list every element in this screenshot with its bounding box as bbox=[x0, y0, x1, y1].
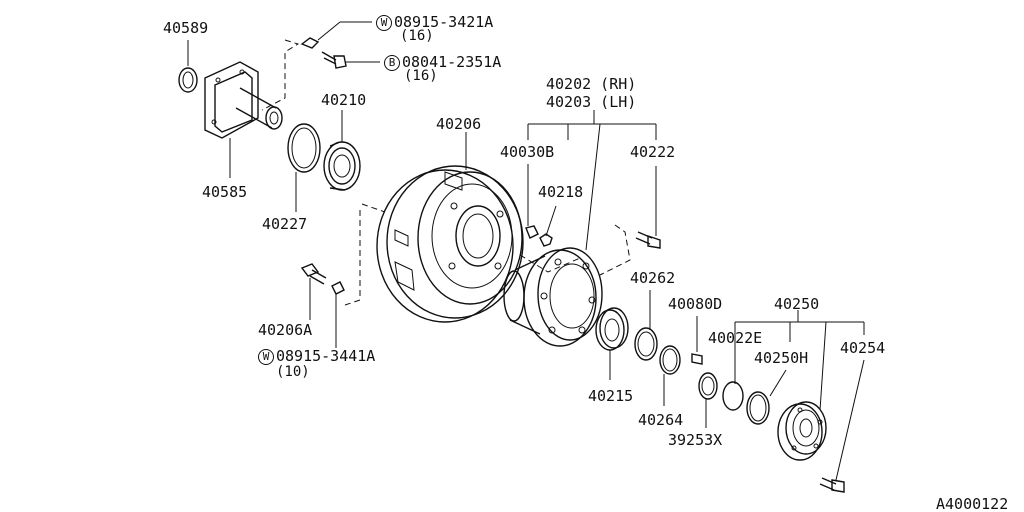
label-39253X: 39253X bbox=[668, 431, 723, 449]
label-40250H: 40250H bbox=[754, 349, 809, 367]
drum-40206 bbox=[376, 132, 524, 323]
washer-top bbox=[300, 21, 372, 49]
ring-39253X bbox=[698, 372, 718, 428]
freewheel-hub-40254 bbox=[777, 401, 827, 461]
label-40022E: 40022E bbox=[708, 329, 763, 347]
snapring-40264 bbox=[659, 345, 681, 406]
hub-40202 bbox=[503, 247, 603, 347]
label-40203: 40203 (LH) bbox=[546, 93, 637, 111]
bolt-40206A bbox=[300, 263, 327, 320]
washer-top-code: 08915-3421A bbox=[394, 13, 494, 31]
bracket-40202 bbox=[527, 110, 657, 251]
bolt-top bbox=[321, 51, 380, 69]
label-washer-bottom-qty: (10) bbox=[276, 364, 310, 380]
label-40215: 40215 bbox=[588, 387, 634, 405]
seal-40589 bbox=[178, 40, 198, 93]
label-40206: 40206 bbox=[436, 115, 482, 133]
label-40262: 40262 bbox=[630, 269, 676, 287]
bolt-top-code: 08041-2351A bbox=[402, 53, 502, 71]
label-40218: 40218 bbox=[538, 183, 584, 201]
label-40202: 40202 (RH) bbox=[546, 75, 637, 93]
ring-40262 bbox=[634, 290, 658, 361]
label-40210: 40210 bbox=[321, 91, 367, 109]
washer-symbol: W bbox=[258, 349, 274, 365]
label-bolt-top-qty: (16) bbox=[404, 68, 438, 84]
label-40206A: 40206A bbox=[258, 321, 313, 339]
nut-40218 bbox=[539, 205, 557, 247]
washer-symbol: W bbox=[376, 15, 392, 31]
label-40222: 40222 bbox=[630, 143, 676, 161]
cap-40022E bbox=[722, 381, 744, 411]
ring-40227 bbox=[287, 123, 321, 212]
stud-40030B bbox=[525, 164, 539, 239]
label-40264: 40264 bbox=[638, 411, 684, 429]
spindle-40585 bbox=[204, 61, 283, 178]
guide-lines bbox=[261, 39, 631, 306]
bolt-40080D bbox=[691, 316, 703, 365]
washer-bottom bbox=[331, 281, 345, 348]
label-40030B: 40030B bbox=[500, 143, 555, 161]
label-40080D: 40080D bbox=[668, 295, 723, 313]
bearing-40215 bbox=[595, 307, 629, 380]
bolt-40222 bbox=[635, 166, 661, 249]
label-washer-top-qty: (16) bbox=[400, 28, 434, 44]
bolt-symbol: B bbox=[384, 55, 400, 71]
label-40589: 40589 bbox=[163, 19, 209, 37]
gasket-40250H bbox=[746, 369, 787, 425]
diagram-id: A4000122 bbox=[936, 495, 1009, 512]
label-40227: 40227 bbox=[262, 215, 308, 233]
label-40585: 40585 bbox=[202, 183, 248, 201]
label-40250: 40250 bbox=[774, 295, 820, 313]
label-40254: 40254 bbox=[840, 339, 886, 357]
bracket-40250 bbox=[734, 310, 865, 481]
washer-bottom-code: 08915-3441A bbox=[276, 347, 376, 365]
bearing-40210 bbox=[323, 110, 361, 191]
bolt-40254 bbox=[819, 477, 845, 493]
